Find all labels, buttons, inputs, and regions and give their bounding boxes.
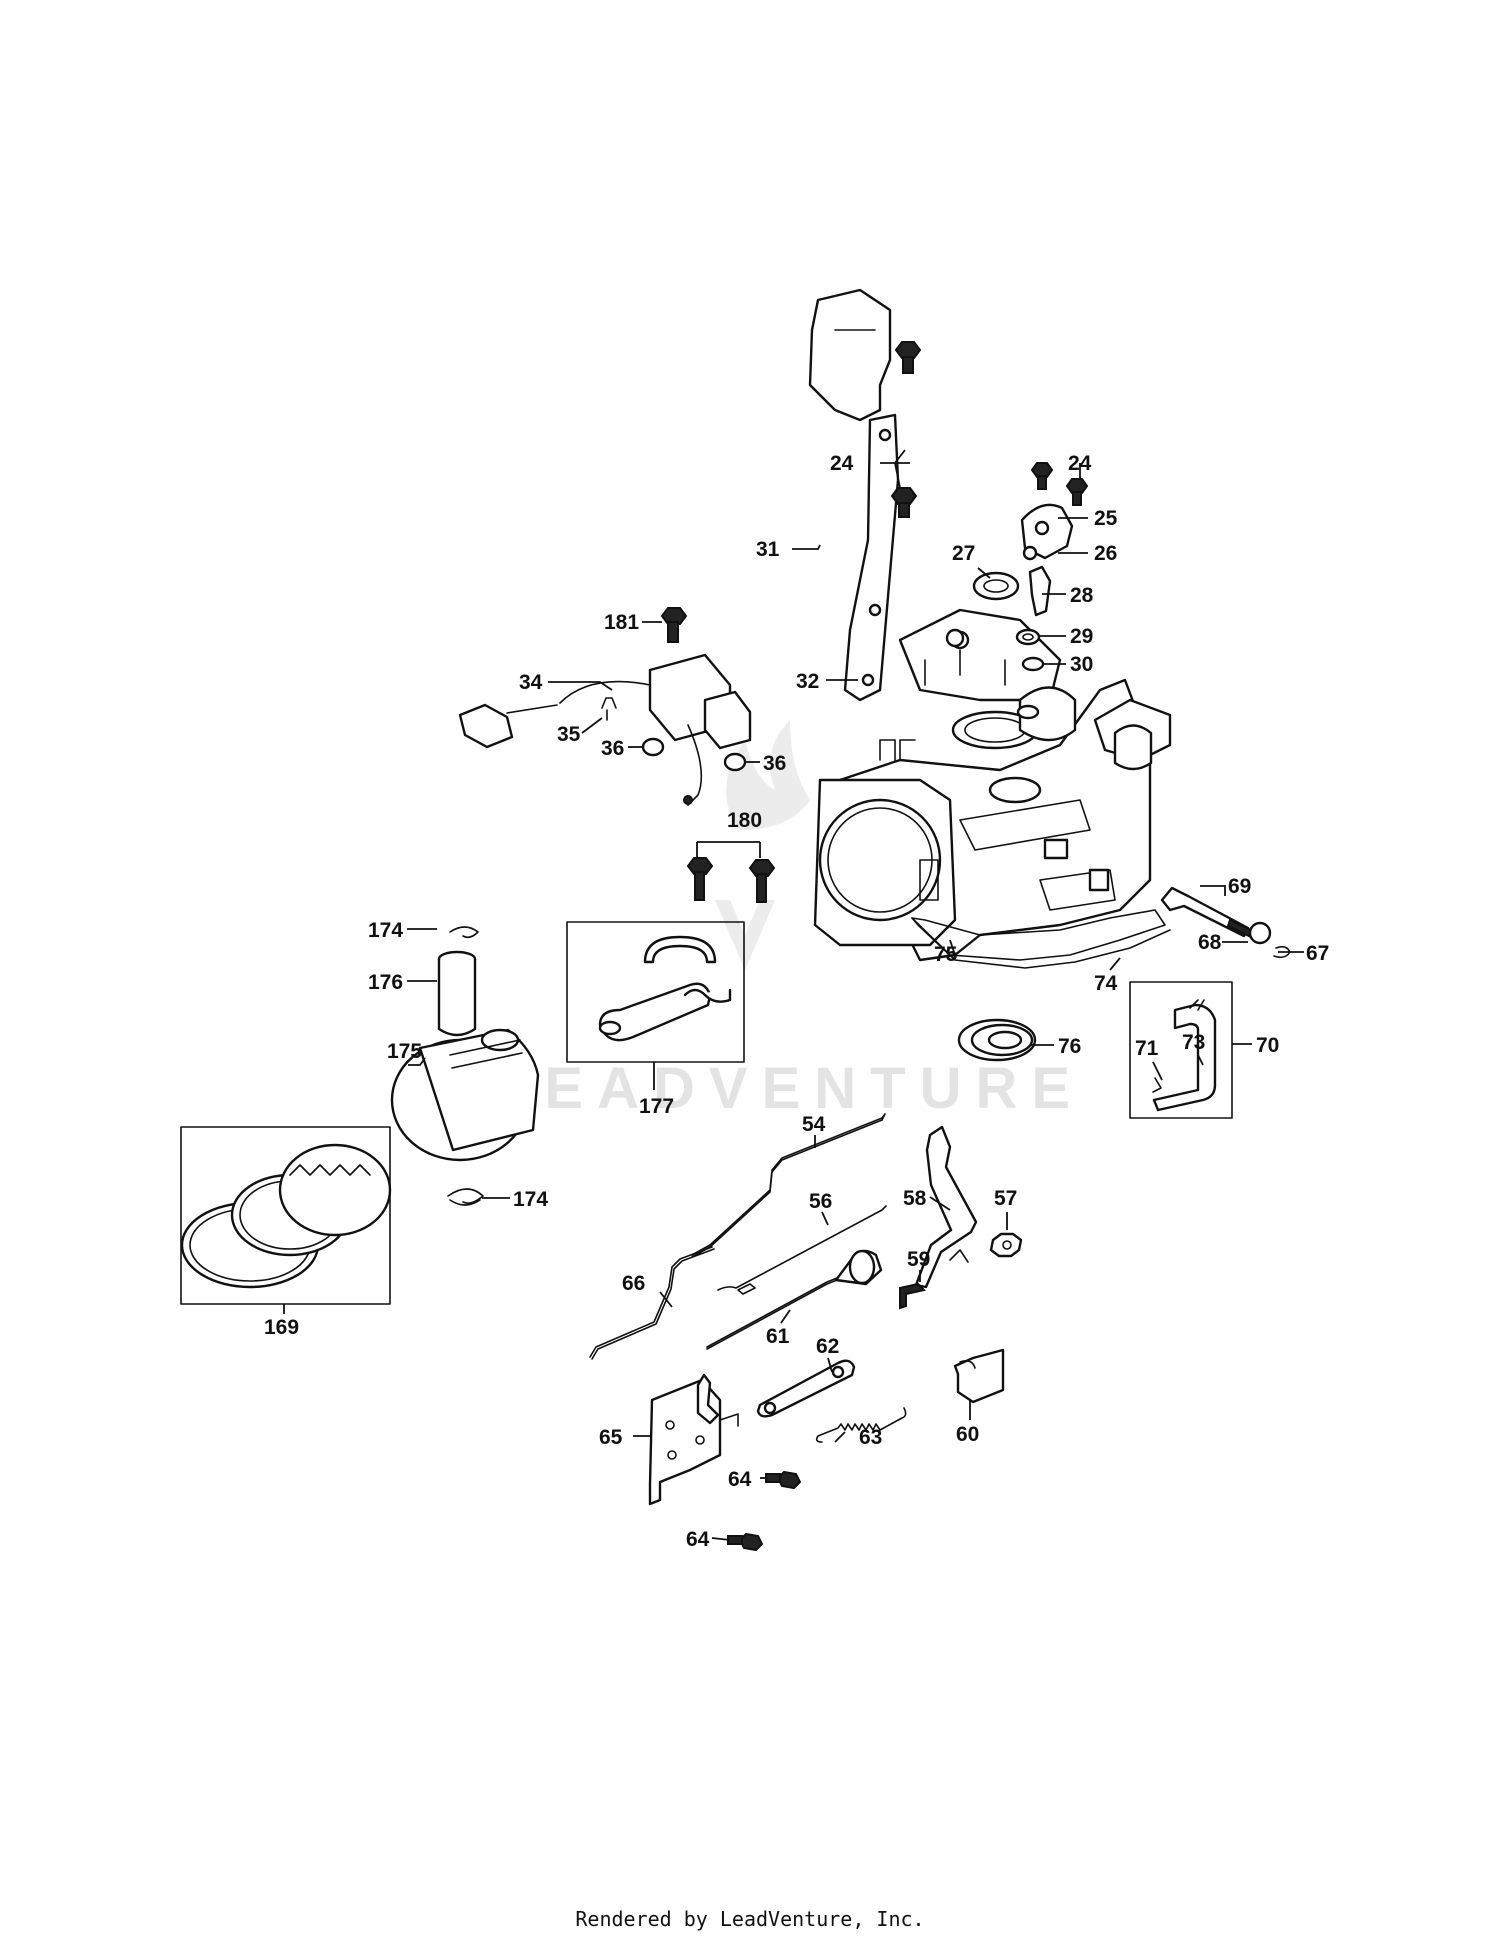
spacer-art [641,737,665,757]
part-label-58: 58 [903,1187,927,1210]
part-label-75: 75 [934,943,958,966]
crankcase-block-art [813,608,1172,962]
bearing-art [957,1018,1037,1062]
part-label-63: 63 [859,1426,882,1449]
parts-artwork [180,288,1291,1552]
washer-art [1015,628,1041,646]
part-label-174-top: 174 [368,919,403,942]
part-label-24-top-left: 24 [830,452,854,475]
part-label-73: 73 [1182,1031,1205,1054]
part-label-74: 74 [1094,972,1118,995]
seal-art [972,571,1020,601]
part-label-64-lower: 64 [686,1528,710,1551]
part-label-25: 25 [1094,507,1118,530]
part-labels: 24 24 25 26 27 28 29 30 31 32 181 34 35 … [264,452,1329,1551]
part-label-29: 29 [1070,625,1093,648]
ignition-coil-art [458,653,752,806]
part-label-76: 76 [1058,1035,1081,1058]
part-label-32: 32 [796,670,819,693]
plug-art [1021,656,1045,672]
leader-lines [283,449,1304,1541]
part-label-180: 180 [727,809,762,832]
part-label-61: 61 [766,1325,790,1348]
part-label-70: 70 [1256,1034,1279,1057]
part-label-62: 62 [816,1335,839,1358]
part-label-36-right: 36 [763,752,786,775]
connecting-rod-bolt-art [686,857,776,903]
governor-shaft-art [1160,886,1291,959]
part-label-35: 35 [557,723,581,746]
lever-art [1028,565,1052,617]
part-label-26: 26 [1094,542,1117,565]
control-bracket-art [648,1373,739,1506]
choke-link-art [717,1205,887,1291]
part-label-176: 176 [368,971,403,994]
nut-art [989,1232,1023,1258]
part-label-27: 27 [952,542,975,565]
bolt-art [890,341,1089,518]
spring-link-art [589,1246,713,1358]
part-label-34: 34 [519,671,543,694]
bracket-60-art [953,1348,1005,1404]
part-label-54: 54 [802,1113,826,1136]
part-label-177: 177 [639,1095,674,1118]
cover-art [808,288,892,422]
throttle-rod-art [706,1249,883,1350]
piston-art [390,1028,540,1162]
watermark: LEADVENTURE [495,720,1084,1121]
governor-link-art [691,1113,886,1256]
part-label-175: 175 [387,1040,422,1063]
part-label-57: 57 [994,1187,1017,1210]
part-label-181: 181 [604,611,639,634]
watermark-text: LEADVENTURE [495,1056,1084,1121]
screw-art [899,1282,926,1310]
footer-credit: Rendered by LeadVenture, Inc. [575,1907,924,1931]
link-plate-art [756,1359,856,1418]
part-label-24-top-right: 24 [1068,452,1092,475]
part-label-31: 31 [756,538,780,561]
part-label-30: 30 [1070,653,1093,676]
snap-ring-art [449,926,479,939]
part-label-174-bottom: 174 [513,1188,548,1211]
part-label-36-left: 36 [601,737,624,760]
part-label-28: 28 [1070,584,1094,607]
part-label-66: 66 [622,1272,645,1295]
bolt-64-art [727,1470,802,1552]
spring-art [815,1407,907,1443]
piston-rings-art [180,1126,392,1305]
clip-art [601,697,617,721]
part-label-69: 69 [1228,875,1251,898]
piston-pin-art [437,950,477,1037]
part-label-71: 71 [1135,1037,1159,1060]
part-label-56: 56 [809,1190,832,1213]
connecting-rod-art [566,921,745,1063]
part-label-60: 60 [956,1423,979,1446]
bracket-art [843,413,900,702]
part-label-64-upper: 64 [728,1468,752,1491]
part-label-169: 169 [264,1316,299,1339]
bolt-181-art [660,607,688,643]
part-label-65: 65 [599,1426,623,1449]
breather-tube-art [1129,981,1233,1119]
part-label-67: 67 [1306,942,1329,965]
part-label-68: 68 [1198,931,1222,954]
part-label-59: 59 [907,1248,930,1271]
gasket-art [911,909,1166,961]
